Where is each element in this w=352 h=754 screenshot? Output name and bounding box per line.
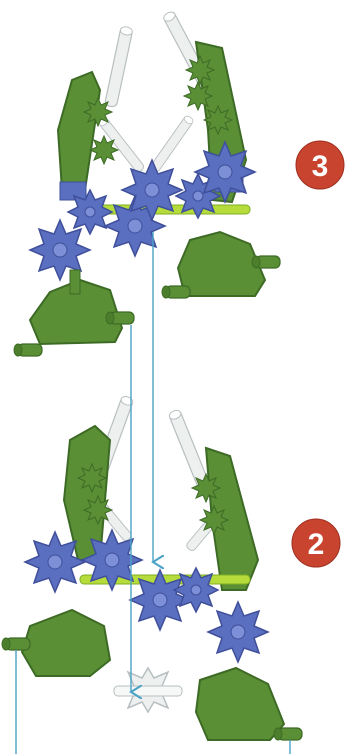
connector-icon — [162, 286, 190, 298]
connector-icon — [14, 344, 42, 356]
gear-icon — [186, 56, 214, 84]
right-foot — [196, 668, 284, 740]
connector-icon — [252, 256, 280, 268]
rod-icon — [168, 409, 209, 489]
left-arm — [64, 426, 110, 560]
step-badge-2: 2 — [292, 519, 340, 567]
connector-icon — [106, 312, 134, 324]
step-2-assembly — [2, 395, 302, 740]
gear-icon — [90, 136, 118, 164]
gear-icon — [84, 98, 112, 126]
gear-icon — [200, 506, 228, 534]
step-number: 2 — [308, 528, 325, 561]
gear-icon — [174, 568, 218, 612]
gear-icon — [208, 602, 268, 662]
rod-icon — [149, 115, 194, 174]
gear-icon — [204, 106, 232, 134]
gear-icon — [130, 570, 190, 630]
gear-icon — [114, 668, 182, 712]
gear-icon — [30, 220, 90, 280]
left-foot — [22, 610, 110, 676]
gear-icon — [82, 530, 142, 590]
rod-icon — [104, 26, 133, 108]
step-3-assembly — [14, 10, 280, 356]
gear-icon — [192, 474, 220, 502]
left-arm — [58, 72, 100, 190]
connector-icon — [2, 638, 30, 650]
step-badge-3: 3 — [296, 141, 344, 189]
gear-icon — [122, 160, 182, 220]
step-number: 3 — [312, 150, 329, 183]
gear-icon — [78, 464, 106, 492]
gear-icon — [184, 82, 212, 110]
gear-icon — [25, 532, 85, 592]
gear-icon — [68, 190, 112, 234]
gear-icon — [195, 142, 255, 202]
connector-icon — [274, 728, 302, 740]
gear-icon — [84, 496, 112, 524]
